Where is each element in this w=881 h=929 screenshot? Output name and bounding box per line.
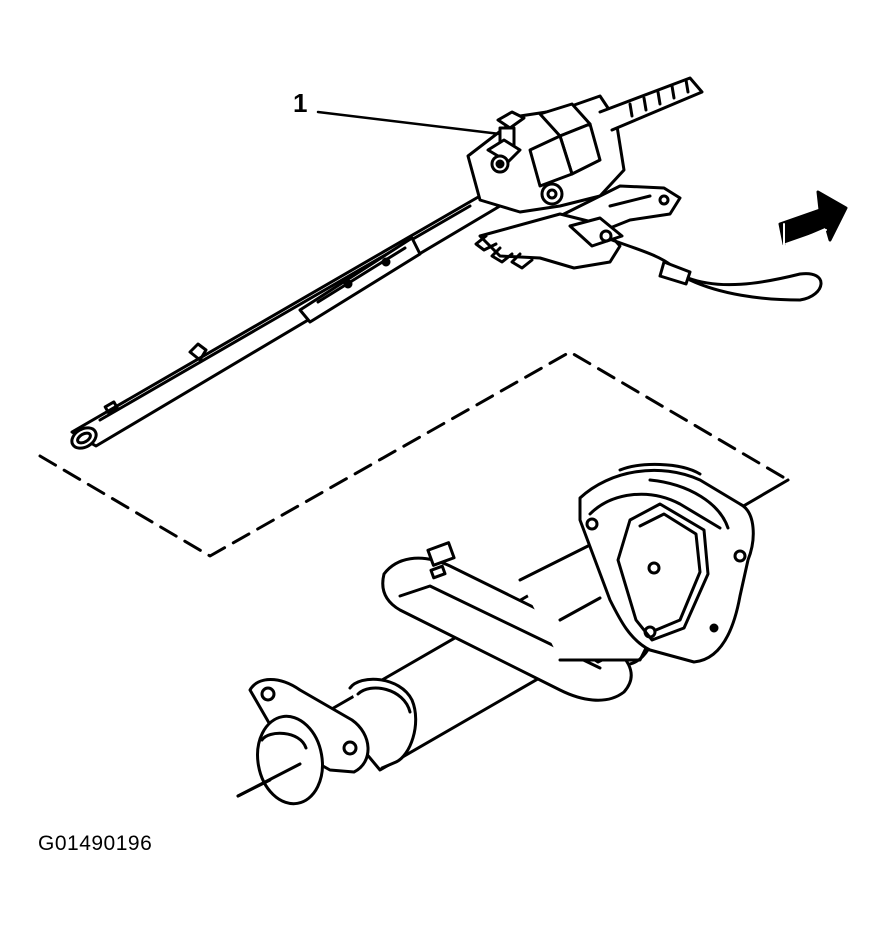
- installation-guide-lines: [38, 350, 790, 558]
- figure-id-code: G01490196: [38, 832, 153, 855]
- lock-housing: [466, 76, 823, 302]
- callout-number-1: 1: [293, 88, 308, 118]
- steering-column-shaft: [70, 194, 502, 450]
- arrow-right-icon: [778, 190, 848, 251]
- column-jacket-housing: [236, 462, 755, 806]
- callout-leader-line: [316, 110, 502, 136]
- lower-shaft-line: [236, 596, 602, 798]
